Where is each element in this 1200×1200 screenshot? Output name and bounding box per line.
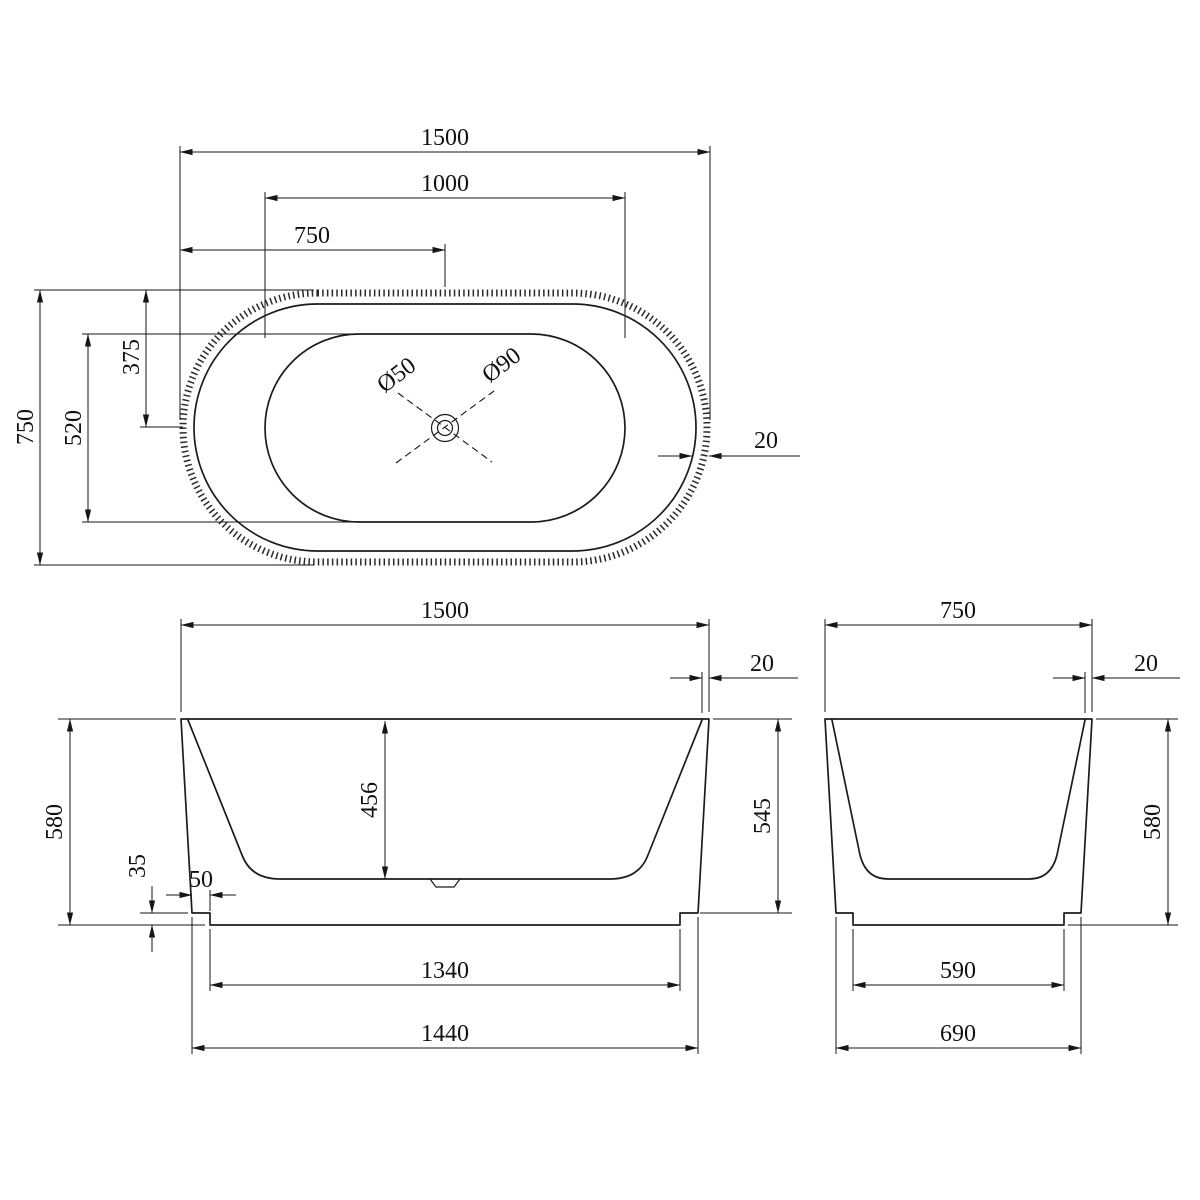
side-view: 750 20 580 590 690 (824, 598, 1180, 1054)
dim-label-half-length: 750 (294, 223, 330, 249)
tub-outer-profile (824, 718, 1093, 926)
dim-label-inner-width: 520 (61, 410, 87, 446)
top-view: 1500 1000 750 750 520 375 20 Ø50 Ø90 (13, 125, 800, 566)
dim-label-wall-thickness: 20 (1134, 651, 1158, 677)
dim-label-drain-small: Ø50 (372, 353, 421, 399)
dim-label-wall-thickness: 20 (750, 651, 774, 677)
dim-label-inner-depth: 456 (357, 782, 383, 818)
drain-inner-circle (436, 419, 454, 437)
dim-label-body-height: 545 (750, 798, 776, 834)
tub-rim-inner-edge (193, 303, 697, 552)
dim-label-inner-length: 1000 (421, 171, 469, 197)
drain-centerline (397, 392, 493, 463)
dim-label-base-inner-length: 1340 (421, 958, 469, 984)
tub-basin-outline (264, 333, 626, 523)
dim-label-base-outer-length: 1440 (421, 1021, 469, 1047)
dim-label-overall-length: 1500 (421, 598, 469, 624)
drain-recess (429, 878, 461, 888)
dim-label-half-width: 375 (119, 339, 145, 375)
dim-label-base-outer-width: 690 (940, 1021, 976, 1047)
dim-label-overall-width: 750 (13, 409, 39, 445)
dim-label-foot-recess-height: 35 (125, 854, 151, 878)
front-view: 1500 20 580 456 545 35 50 1340 1440 (42, 598, 798, 1054)
dim-label-overall-height: 580 (42, 804, 68, 840)
tub-outer-profile (180, 718, 710, 926)
tub-inner-profile (831, 719, 1086, 880)
dim-label-drain-large: Ø90 (477, 343, 526, 389)
drain-outer-circle (430, 413, 460, 443)
dim-label-overall-height: 580 (1140, 804, 1166, 840)
dim-label-wall-thickness: 20 (754, 428, 778, 454)
dim-label-base-inner-width: 590 (940, 958, 976, 984)
dim-label-foot-inset: 50 (189, 867, 213, 893)
dim-label-overall-width: 750 (940, 598, 976, 624)
dim-label-overall-length: 1500 (421, 125, 469, 151)
tub-inner-profile (187, 719, 703, 880)
